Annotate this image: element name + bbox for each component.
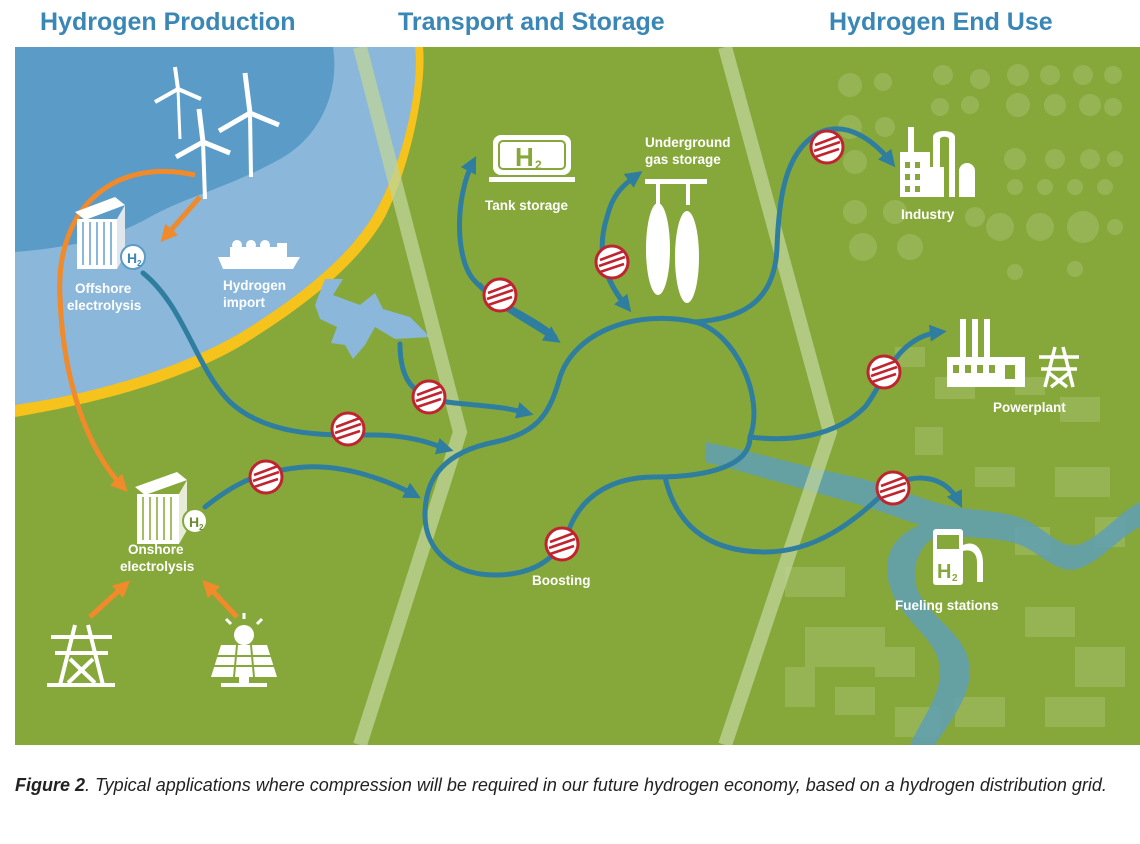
hydrogen-import-channel: [315, 279, 430, 359]
industry-pattern: [838, 64, 1123, 280]
compressor-icon-tank: [482, 277, 518, 313]
river: [705, 442, 1140, 745]
figure-label: Figure 2: [15, 775, 86, 795]
compressor-icon-import: [411, 379, 447, 415]
tank-storage-icon: H 2: [489, 135, 575, 182]
compressor-icon-powerplant: [866, 354, 902, 390]
svg-text:H: H: [515, 142, 534, 172]
fuel-pump-icon: H 2: [933, 529, 983, 585]
ship-icon: [218, 240, 300, 269]
onshore-label-2: electrolysis: [120, 559, 194, 574]
compressor-icon-onshore: [248, 459, 284, 495]
offshore-label-2: electrolysis: [67, 298, 141, 313]
header-hydrogen-production: Hydrogen Production: [40, 8, 296, 36]
pipeline-offshore: [140, 270, 454, 455]
underground-label-2: gas storage: [645, 152, 721, 167]
pipeline-powerplant: [747, 324, 947, 442]
pipeline-fueling: [662, 474, 963, 555]
figure-caption: Figure 2. Typical applications where com…: [15, 770, 1125, 800]
hydrogen-network-map: H 2 Offshore electrolysis Hydrogen impor…: [15, 47, 1140, 745]
header-transport-storage: Transport and Storage: [398, 8, 665, 36]
transmission-tower-icon: [1039, 346, 1079, 389]
svg-text:2: 2: [199, 523, 204, 532]
pipeline-onshore: [202, 464, 422, 510]
wind-turbine-icon: [154, 66, 280, 200]
onshore-electrolyser-icon: H 2: [135, 472, 208, 544]
underground-storage-icon: [645, 179, 707, 303]
grid-to-onshore-arrow: [88, 580, 131, 619]
underground-label-1: Underground: [645, 135, 731, 150]
power-pylon-icon: [47, 624, 115, 687]
svg-text:H: H: [937, 561, 951, 583]
pipeline-ring: [422, 315, 757, 578]
offshore-label-1: Offshore: [75, 281, 132, 296]
pipeline-import: [397, 341, 534, 419]
industry-label: Industry: [901, 207, 955, 222]
powerplant-icon: [947, 319, 1025, 387]
road-left: [353, 47, 468, 745]
powerplant-label: Powerplant: [993, 400, 1066, 415]
pipeline-industry: [692, 126, 896, 325]
boosting-label: Boosting: [532, 573, 591, 588]
compressor-icon-fueling: [875, 470, 911, 506]
solar-to-onshore-arrow: [202, 580, 239, 619]
caption-text: . Typical applications where compression…: [85, 775, 1107, 795]
compressor-icon-underground: [594, 244, 630, 280]
import-label-1: Hydrogen: [223, 278, 286, 293]
sea-deep: [15, 47, 335, 252]
offshore-electrolyser-icon: H 2: [75, 197, 146, 270]
compressor-icon-industry: [809, 129, 845, 165]
header-hydrogen-end-use: Hydrogen End Use: [829, 8, 1053, 36]
onshore-label-1: Onshore: [128, 542, 184, 557]
svg-text:2: 2: [952, 573, 958, 584]
turbine-to-offshore-arrow: [160, 195, 202, 243]
svg-text:2: 2: [137, 259, 142, 268]
pipeline-tank: [457, 155, 558, 340]
svg-text:2: 2: [535, 158, 542, 172]
tank-storage-label: Tank storage: [485, 198, 569, 213]
svg-text:H: H: [189, 514, 199, 530]
svg-text:H: H: [127, 250, 137, 266]
compressor-icon-boosting: [544, 526, 580, 562]
fueling-stations-label: Fueling stations: [895, 598, 999, 613]
solar-panel-icon: [211, 613, 277, 687]
import-label-2: import: [223, 295, 266, 310]
compressor-icon-offshore: [330, 411, 366, 447]
factory-icon: [900, 127, 975, 197]
offshore-to-onshore-arrow: [57, 168, 196, 492]
